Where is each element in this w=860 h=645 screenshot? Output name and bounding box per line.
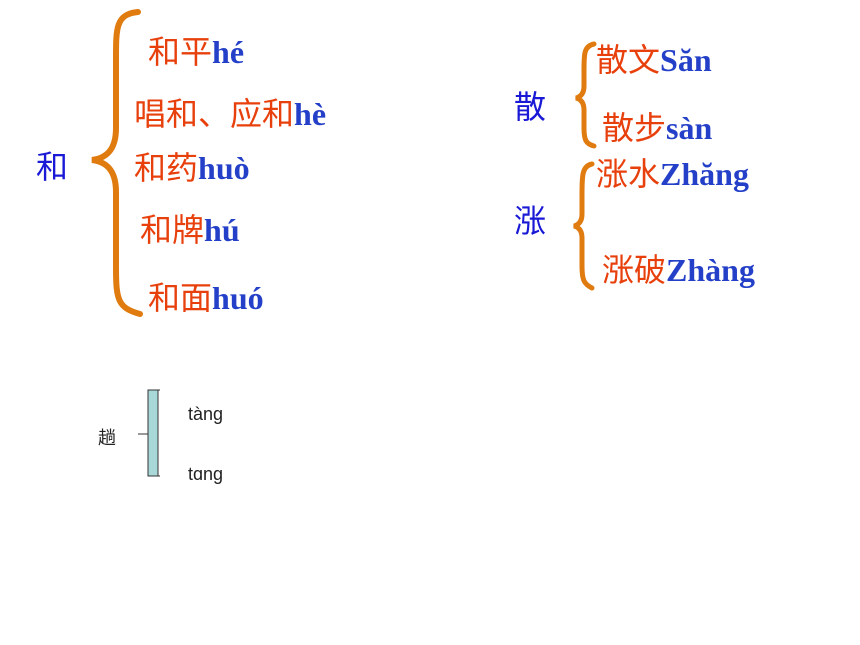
he-item-3-pinyin: huò [198,150,250,186]
tang-item-1: tàng [188,404,224,424]
head-san: 散 [514,88,547,126]
head-he: 和 [36,148,69,186]
zhang-item-1-pinyin: Zhăng [660,156,749,192]
he-item-4-hanzi: 和牌 [140,211,205,249]
zhang-item-1: 涨水Zhăng [596,156,749,192]
head-zhang: 涨 [514,202,547,240]
he-item-5: 和面huó [148,280,264,316]
head-tang: 趟 [98,428,116,448]
zhang-item-2: 涨破Zhàng [602,252,755,288]
san-item-1: 散文Săn [596,42,712,78]
san-item-1-hanzi: 散文 [596,41,661,79]
san-item-2-pinyin: sàn [666,110,713,146]
san-item-2-hanzi: 散步 [602,109,667,147]
he-item-3-hanzi: 和药 [134,149,199,187]
brace-he [91,9,143,317]
he-item-4-pinyin: hú [204,212,240,248]
san-item-2: 散步sàn [602,110,712,146]
he-item-1-pinyin: hé [212,34,245,70]
he-item-1-hanzi: 和平 [148,33,213,71]
brace-zhang [573,161,595,291]
he-item-1: 和平hé [148,34,244,70]
bracket-tang [138,389,160,477]
he-item-5-pinyin: huó [212,280,264,316]
he-item-2-hanzi: 唱和、应和 [134,95,295,133]
tang-item-2: tɑng [188,464,224,484]
he-item-2-pinyin: hè [294,96,327,132]
zhang-item-2-hanzi: 涨破 [602,251,667,289]
zhang-item-1-hanzi: 涨水 [596,155,661,193]
he-item-3: 和药huò [134,150,250,186]
he-item-4: 和牌hú [140,212,240,248]
he-item-5-hanzi: 和面 [148,279,213,317]
he-item-2: 唱和、应和hè [134,96,326,132]
brace-san [575,41,597,149]
zhang-item-2-pinyin: Zhàng [666,252,755,288]
san-item-1-pinyin: Săn [660,42,712,78]
